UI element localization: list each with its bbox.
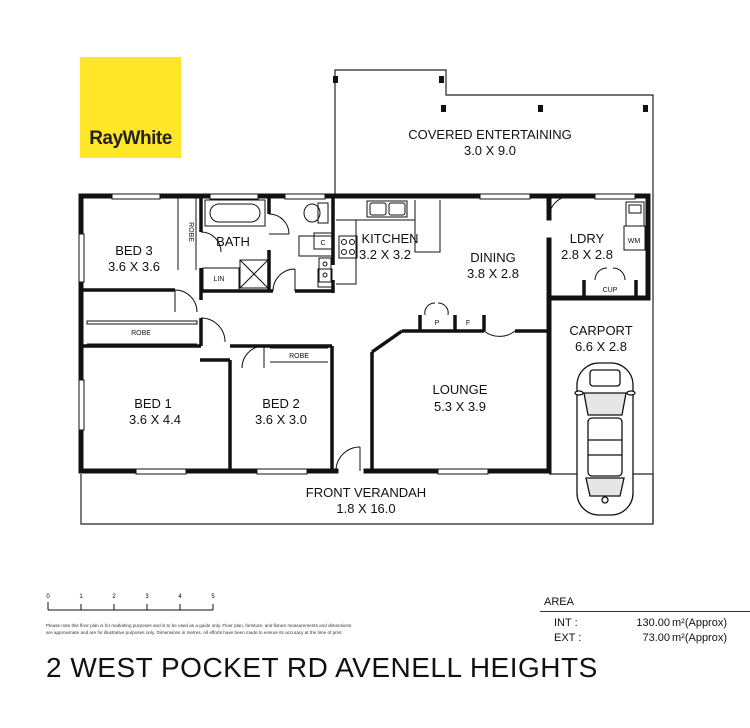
bed3-name: BED 3 bbox=[115, 243, 153, 258]
bed2-name: BED 2 bbox=[262, 396, 300, 411]
pantry bbox=[424, 302, 449, 316]
bed3-size: 3.6 X 3.6 bbox=[108, 259, 160, 274]
f-label: F bbox=[466, 320, 470, 327]
linen-cupboard bbox=[202, 267, 240, 291]
front-verandah-size: 1.8 X 16.0 bbox=[336, 501, 395, 516]
scale-tick-2: 2 bbox=[112, 594, 116, 600]
scale-bar: 0 1 2 3 4 5 bbox=[46, 594, 215, 611]
carport-size: 6.6 X 2.8 bbox=[575, 339, 627, 354]
disclaimer-line-1: Please note this floor plan is for marke… bbox=[46, 623, 352, 628]
windows bbox=[78, 193, 636, 475]
area-ext-row: EXT : 73.00 m²(Approx) bbox=[540, 630, 750, 645]
disclaimer-line-2: are approximate and are for illustrative… bbox=[46, 630, 343, 635]
toilet-icon bbox=[303, 202, 329, 224]
interior-walls bbox=[81, 196, 638, 471]
bed1-size: 3.6 X 4.4 bbox=[129, 412, 181, 427]
carport-name: CARPORT bbox=[569, 323, 632, 338]
property-address: 2 WEST POCKET RD AVENELL HEIGHTS bbox=[46, 652, 598, 683]
area-summary: AREA INT : 130.00 m²(Approx) EXT : 73.00… bbox=[540, 596, 750, 645]
robe-label-bed2: ROBE bbox=[289, 353, 309, 360]
lounge-size: 5.3 X 3.9 bbox=[434, 399, 486, 414]
area-int-unit: m²(Approx) bbox=[672, 616, 728, 629]
area-int-value: 130.00 bbox=[636, 616, 670, 629]
bathtub-icon bbox=[204, 199, 266, 227]
entertaining-posts bbox=[333, 76, 648, 112]
area-ext-label: EXT : bbox=[554, 631, 582, 644]
cup-label: CUP bbox=[603, 287, 618, 294]
logo-text: RayWhite bbox=[89, 128, 172, 149]
shower-icon bbox=[239, 259, 269, 289]
kitchen-size: 3.2 X 3.2 bbox=[359, 247, 411, 262]
lin-label: LIN bbox=[214, 276, 225, 283]
p-label: P bbox=[435, 320, 440, 327]
area-int-label: INT : bbox=[554, 616, 578, 629]
kitchen-name: KITCHEN bbox=[361, 231, 418, 246]
laundry-fixtures bbox=[594, 201, 646, 281]
dining-size: 3.8 X 2.8 bbox=[467, 266, 519, 281]
area-int-row: INT : 130.00 m²(Approx) bbox=[540, 615, 750, 630]
robe-rails bbox=[86, 198, 328, 363]
area-ext-unit: m²(Approx) bbox=[672, 631, 728, 644]
bed2-size: 3.6 X 3.0 bbox=[255, 412, 307, 427]
cooktop-icon bbox=[338, 235, 358, 259]
disclaimer: Please note this floor plan is for marke… bbox=[46, 622, 391, 636]
ldry-name: LDRY bbox=[570, 231, 605, 246]
covered-entertaining-outline bbox=[334, 69, 654, 196]
front-verandah-name: FRONT VERANDAH bbox=[306, 485, 426, 500]
dishwasher-icon bbox=[318, 257, 332, 283]
kitchen-bench bbox=[317, 200, 441, 288]
dining-name: DINING bbox=[470, 250, 516, 265]
area-divider bbox=[540, 611, 750, 612]
covered-entertaining-name: COVERED ENTERTAINING bbox=[408, 127, 571, 142]
scale-tick-3: 3 bbox=[145, 594, 149, 600]
covered-entertaining-size: 3.0 X 9.0 bbox=[464, 143, 516, 158]
doors bbox=[174, 195, 572, 472]
fridge-cupboard-c bbox=[313, 232, 333, 250]
wm-label: WM bbox=[628, 238, 641, 245]
scale-tick-0: 0 bbox=[46, 594, 50, 600]
scale-tick-1: 1 bbox=[79, 594, 83, 600]
bath-name: BATH bbox=[216, 234, 250, 249]
area-title: AREA bbox=[544, 596, 574, 608]
area-ext-value: 73.00 bbox=[642, 631, 670, 644]
raywhite-logo: RayWhite bbox=[80, 57, 181, 158]
scale-tick-5: 5 bbox=[211, 594, 215, 600]
ldry-size: 2.8 X 2.8 bbox=[561, 247, 613, 262]
kitchen-sink-icon bbox=[366, 200, 408, 218]
car-icon bbox=[574, 362, 636, 516]
robe-label-bed3: ROBE bbox=[187, 222, 194, 242]
sink-icon bbox=[298, 235, 333, 257]
lounge-name: LOUNGE bbox=[433, 382, 488, 397]
scale-tick-4: 4 bbox=[178, 594, 182, 600]
c-label: C bbox=[320, 240, 325, 247]
bed1-name: BED 1 bbox=[134, 396, 172, 411]
robe-label-bed1: ROBE bbox=[131, 330, 151, 337]
